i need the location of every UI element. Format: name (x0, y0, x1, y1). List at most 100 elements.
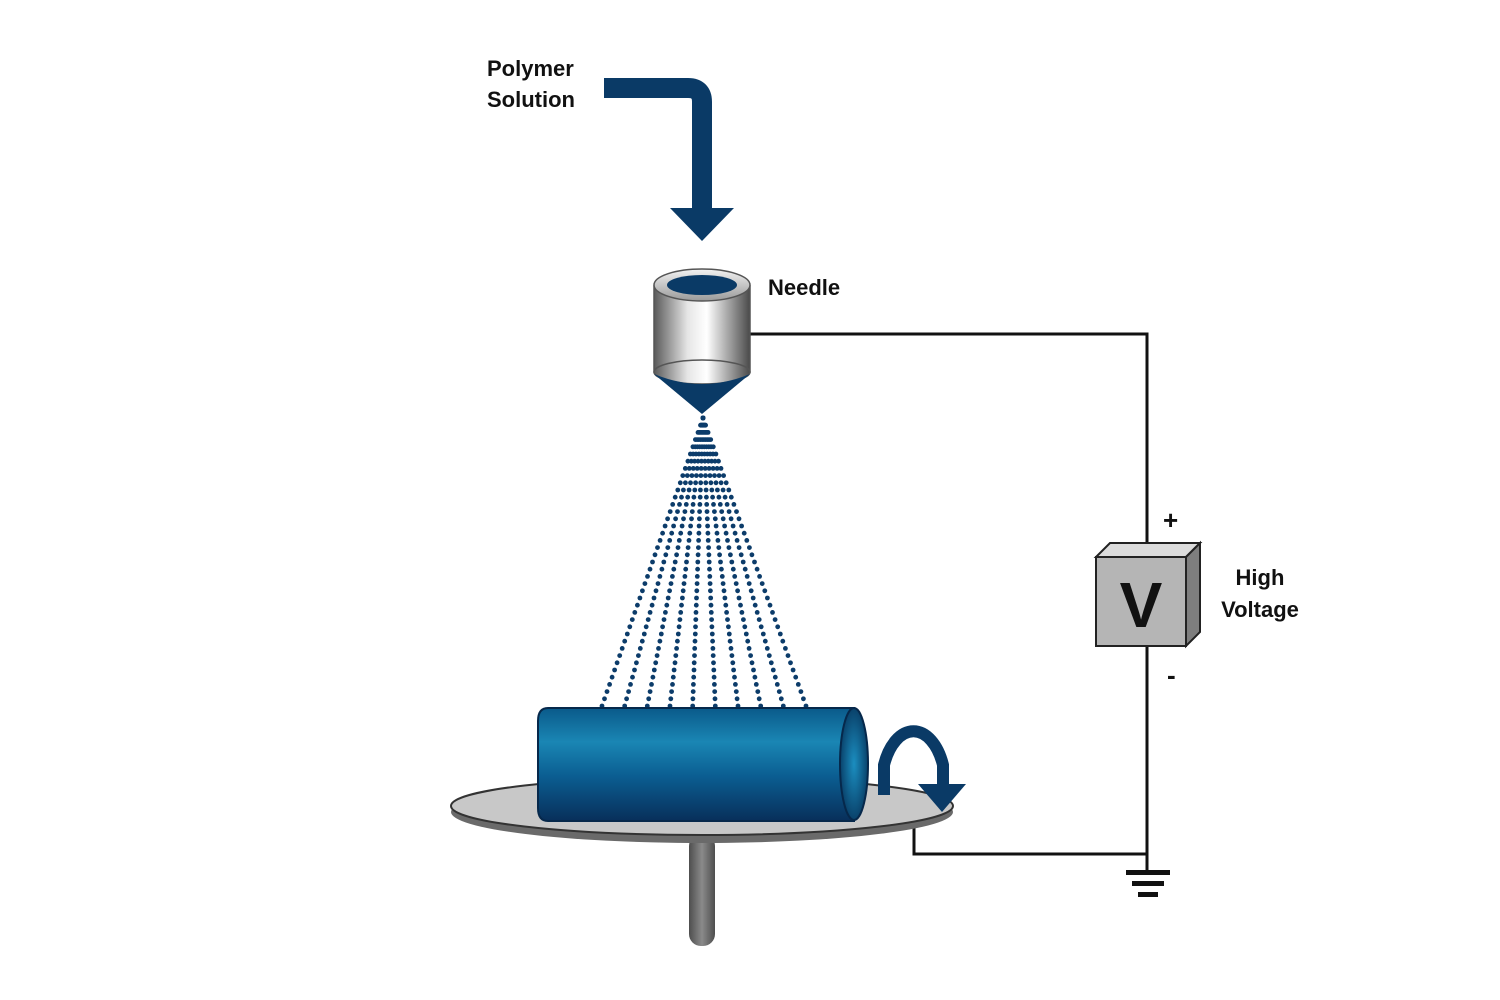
jet-droplet (775, 624, 781, 630)
jet-droplet (676, 538, 682, 543)
jet-droplet (703, 480, 709, 486)
jet-droplet (732, 530, 738, 536)
jet-droplet (777, 631, 783, 637)
jet-droplet (734, 509, 739, 514)
jet-droplet (723, 602, 729, 608)
jet-droplet (694, 466, 700, 471)
jet-droplet (636, 653, 641, 658)
jet-droplet (708, 595, 714, 601)
jet-droplet (697, 494, 703, 500)
needle-wire (748, 332, 1149, 545)
jet-droplet (748, 653, 753, 658)
jet-droplet (716, 458, 721, 464)
jet-droplet (723, 480, 729, 486)
jet-droplet (762, 638, 768, 644)
jet-droplet (736, 595, 742, 601)
jet-droplet (667, 538, 673, 543)
jet-droplet (730, 660, 736, 666)
jet-droplet (679, 494, 684, 500)
jet-droplet (653, 588, 659, 594)
jet-droplet (778, 696, 784, 702)
circuit-wires (748, 332, 1149, 870)
jet-droplet (717, 552, 722, 558)
jet-droplet (607, 682, 612, 687)
jet-droplet (705, 430, 711, 435)
jet-droplet (651, 667, 657, 673)
jet-droplet (691, 667, 697, 673)
polymer-jet (599, 415, 809, 709)
jet-droplet (772, 674, 778, 680)
jet-droplet (602, 696, 607, 702)
jet-droplet (692, 487, 698, 493)
rotation-arrow-icon (878, 725, 966, 812)
jet-droplet (692, 646, 698, 651)
jet-droplet (642, 581, 648, 586)
jet-droplet (637, 595, 643, 601)
jet-droplet (711, 667, 717, 673)
jet-droplet (707, 566, 712, 572)
jet-droplet (675, 545, 681, 550)
jet-droplet (657, 538, 663, 543)
jet-droplet (726, 509, 732, 514)
jet-droplet (768, 660, 774, 666)
jet-droplet (705, 538, 711, 543)
jet-droplet (720, 516, 726, 522)
jet-droplet (657, 638, 663, 644)
jet-droplet (673, 516, 678, 522)
jet-droplet (671, 523, 676, 529)
jet-droplet (663, 552, 669, 558)
jet-droplet (679, 602, 684, 608)
jet-droplet (675, 631, 681, 637)
jet-droplet (684, 559, 689, 565)
jet-droplet (609, 674, 615, 680)
jet-droplet (680, 588, 686, 594)
jet-droplet (692, 638, 698, 644)
jet-droplet (678, 530, 684, 536)
jet-droplet (695, 552, 701, 558)
jet-droplet (699, 458, 704, 464)
jet-droplet (758, 624, 764, 630)
jet-droplet (662, 523, 668, 529)
jet-droplet (711, 660, 716, 666)
jet-droplet (691, 682, 696, 687)
jet-droplet (657, 574, 663, 579)
jet-droplet (708, 610, 714, 615)
jet-droplet (668, 581, 674, 586)
jet-droplet (682, 466, 688, 471)
jet-droplet (685, 545, 691, 550)
jet-droplet (693, 617, 699, 622)
jet-droplet (710, 494, 715, 500)
jet-droplet (770, 667, 776, 673)
jet-droplet (709, 458, 714, 464)
jet-droplet (677, 617, 683, 622)
jet-droplet (710, 653, 716, 658)
jet-droplet (637, 646, 643, 651)
jet-droplet (686, 487, 692, 493)
jet-droplet (703, 473, 708, 478)
jet-droplet (757, 574, 762, 579)
jet-droplet (720, 581, 726, 586)
jet-droplet (719, 574, 725, 579)
jet-droplet (709, 617, 714, 622)
jet-droplet (801, 696, 806, 702)
jet-droplet (643, 624, 649, 630)
jet-droplet (674, 552, 679, 558)
jet-droplet (675, 509, 680, 514)
voltage-symbol: V (1120, 569, 1163, 641)
jet-droplet (731, 667, 736, 673)
jet-droplet (649, 602, 655, 608)
jet-droplet (686, 538, 692, 543)
jet-droplet (759, 581, 765, 586)
jet-droplet (720, 487, 726, 493)
jet-droplet (711, 502, 716, 507)
jet-droplet (696, 538, 701, 543)
jet-droplet (656, 646, 661, 651)
jet-droplet (713, 480, 719, 486)
jet-droplet (685, 494, 691, 500)
jet-droplet (709, 631, 715, 637)
jet-droplet (676, 624, 682, 630)
jet-droplet (702, 466, 708, 471)
jet-droplet (785, 653, 791, 658)
jet-droplet (713, 451, 719, 457)
jet-droplet (741, 530, 747, 536)
